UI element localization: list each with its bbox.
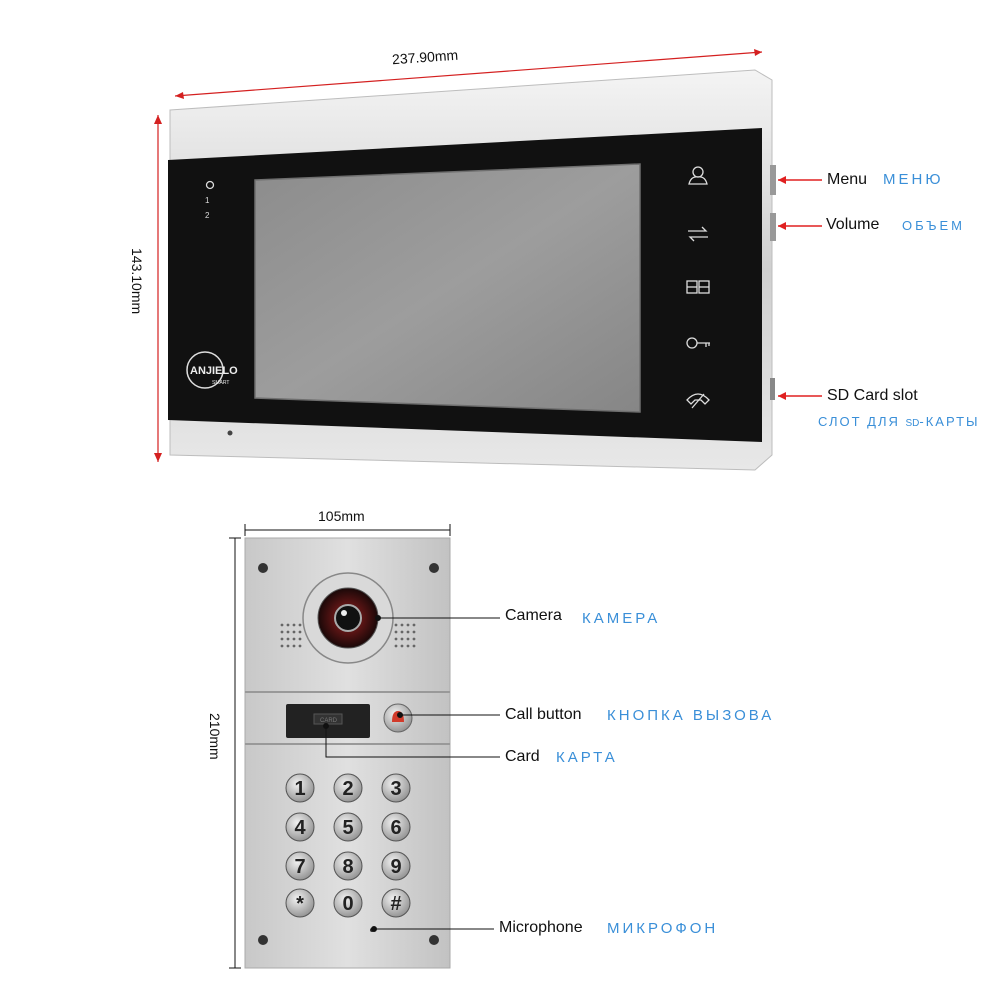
call-leader — [397, 712, 500, 718]
keypad-key-label: 6 — [390, 817, 401, 839]
card-leader — [323, 723, 500, 758]
keypad-key-label: 7 — [294, 856, 305, 878]
call-label-ru: КНОПКА ВЫЗОВА — [607, 707, 775, 724]
keypad-key-label: 8 — [342, 856, 353, 878]
card-reader-text: CARD — [320, 718, 338, 724]
speaker-grille-right — [394, 623, 416, 648]
volume-label-ru: ОБЪЕМ — [902, 218, 966, 233]
speaker-grille-left — [280, 623, 302, 648]
indicator-led — [205, 180, 215, 190]
svg-text:ANJIELO: ANJIELO — [190, 365, 238, 377]
camera-leader — [375, 615, 500, 621]
keypad-key-hash[interactable]: # — [381, 888, 411, 918]
indicator-1: 1 — [205, 196, 210, 205]
keypad-key-label: 2 — [342, 778, 353, 800]
brand-logo: ANJIELO SMART — [186, 351, 238, 389]
volume-side-button[interactable] — [770, 213, 776, 241]
sd-card-slot[interactable] — [770, 378, 775, 400]
keypad-key-label: * — [296, 893, 304, 915]
menu-label-ru: МЕНЮ — [883, 171, 944, 188]
handset-icon[interactable] — [686, 393, 710, 409]
call-button[interactable] — [383, 703, 413, 733]
mic-leader — [371, 926, 494, 932]
menu-label: Menu — [827, 171, 868, 188]
sd-label-ru-sd: SD — [905, 418, 920, 429]
user-icon[interactable] — [688, 166, 708, 185]
keypad-key-label: 9 — [390, 856, 401, 878]
panel-width-label: 105mm — [318, 508, 365, 524]
keypad-key-8[interactable]: 8 — [333, 851, 363, 881]
keypad-key-label: # — [390, 893, 401, 915]
sd-label: SD Card slot — [827, 387, 918, 404]
menu-arrow — [778, 176, 822, 184]
volume-label: Volume — [826, 216, 880, 233]
monitor-mic-hole — [227, 430, 233, 436]
sd-label-ru-pre: СЛОТ ДЛЯ — [818, 414, 906, 429]
indicator-2: 2 — [205, 211, 210, 220]
monitor-view-icon[interactable] — [686, 280, 710, 294]
keypad-key-9[interactable]: 9 — [381, 851, 411, 881]
camera-lens — [302, 572, 394, 664]
keypad-key-1[interactable]: 1 — [285, 773, 315, 803]
sd-label-ru-post: -КАРТЫ — [919, 414, 980, 429]
card-label: Card — [505, 748, 540, 765]
volume-arrow — [778, 222, 822, 230]
keypad-key-2[interactable]: 2 — [333, 773, 363, 803]
keypad-key-4[interactable]: 4 — [285, 812, 315, 842]
keypad-key-3[interactable]: 3 — [381, 773, 411, 803]
monitor-width-dim-line — [174, 51, 763, 97]
sd-arrow — [778, 392, 822, 400]
monitor-illustration: 1 2 ANJIELO SMART — [154, 49, 822, 471]
panel-height-label: 210mm — [207, 713, 223, 760]
monitor-height-label: 143.10mm — [129, 248, 145, 315]
keypad-key-6[interactable]: 6 — [381, 812, 411, 842]
keypad-key-label: 5 — [342, 817, 353, 839]
keypad-key-5[interactable]: 5 — [333, 812, 363, 842]
keypad-key-7[interactable]: 7 — [285, 851, 315, 881]
keypad-key-label: 0 — [342, 893, 353, 915]
keypad-key-label: 3 — [390, 778, 401, 800]
menu-side-button[interactable] — [770, 165, 776, 195]
call-label: Call button — [505, 706, 582, 723]
screw-icon — [258, 563, 439, 945]
key-unlock-icon[interactable] — [686, 337, 710, 349]
svg-text:SMART: SMART — [212, 380, 229, 386]
mic-label: Microphone — [499, 919, 583, 936]
transfer-icon[interactable] — [688, 226, 708, 242]
keypad-key-0[interactable]: 0 — [333, 888, 363, 918]
camera-label: Camera — [505, 607, 562, 624]
keypad-key-label: 1 — [294, 778, 305, 800]
door-panel-illustration: CARD 1 2 3 4 5 6 7 8 9 * 0 # — [229, 524, 500, 969]
keypad-key-star[interactable]: * — [285, 888, 315, 918]
mic-label-ru: МИКРОФОН — [607, 920, 719, 937]
keypad: 1 2 3 4 5 6 7 8 9 * 0 # — [285, 773, 411, 918]
sd-label-ru: СЛОТ ДЛЯ SD-КАРТЫ — [818, 414, 980, 429]
camera-label-ru: КАМЕРА — [582, 610, 661, 627]
card-label-ru: КАРТА — [556, 749, 618, 766]
keypad-key-label: 4 — [294, 817, 306, 839]
monitor-screen — [254, 163, 641, 413]
